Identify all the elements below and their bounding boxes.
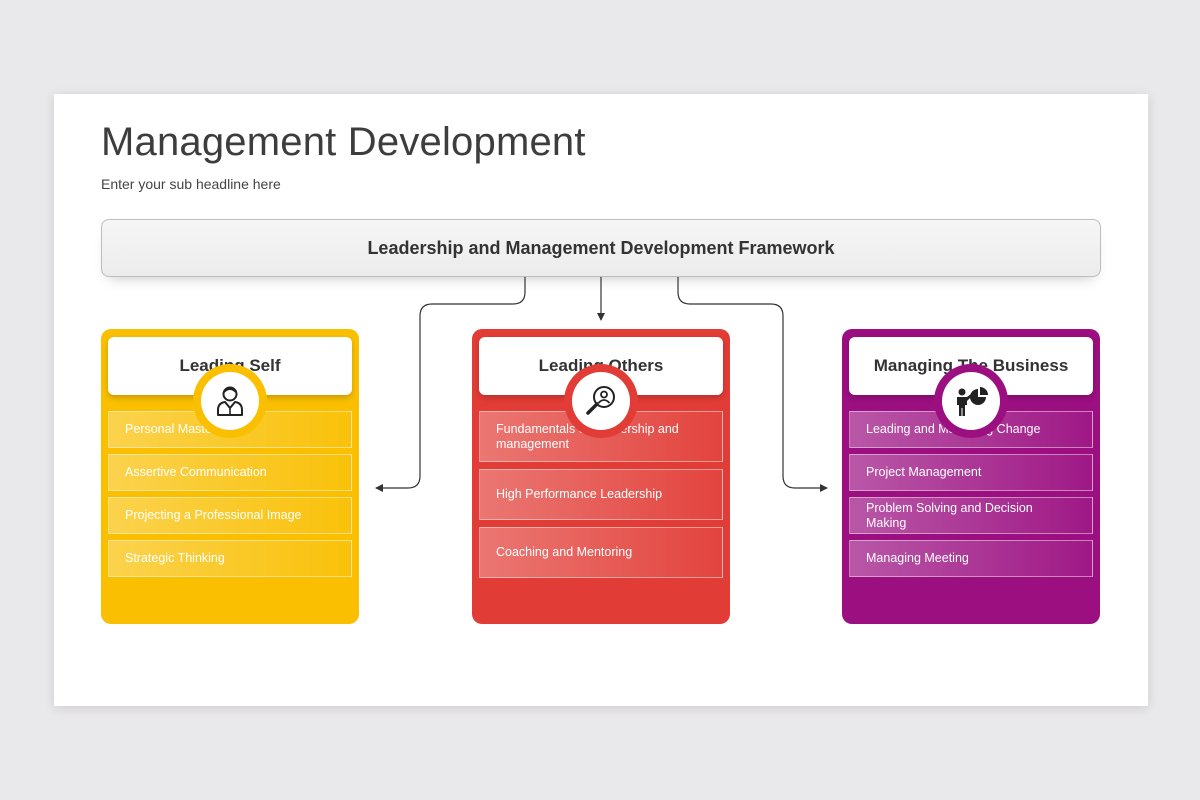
slide-title: Management Development [101,120,586,164]
presenter-chart-icon [957,387,988,416]
framework-box: Leadership and Management Development Fr… [101,219,1101,277]
connector-left [375,277,526,492]
icon-badge [564,364,638,438]
icon-badge [193,364,267,438]
slide: Management Development Enter your sub he… [54,94,1148,706]
list-item: Strategic Thinking [108,540,352,577]
icon-badge [934,364,1008,438]
slide-subtitle: Enter your sub headline here [101,176,281,192]
list-item: Assertive Communication [108,454,352,491]
framework-label: Leadership and Management Development Fr… [367,237,835,258]
connector-right [677,277,828,492]
list-item: Coaching and Mentoring [479,527,723,578]
person-icon [217,386,243,416]
search-person-icon [586,386,615,415]
list-item: High Performance Leadership [479,469,723,520]
list-item: Project Management [849,454,1093,491]
list-item: Managing Meeting [849,540,1093,577]
list-item: Problem Solving and Decision Making [849,497,1093,534]
list-item: Projecting a Professional Image [108,497,352,534]
connector-lines [375,277,828,492]
